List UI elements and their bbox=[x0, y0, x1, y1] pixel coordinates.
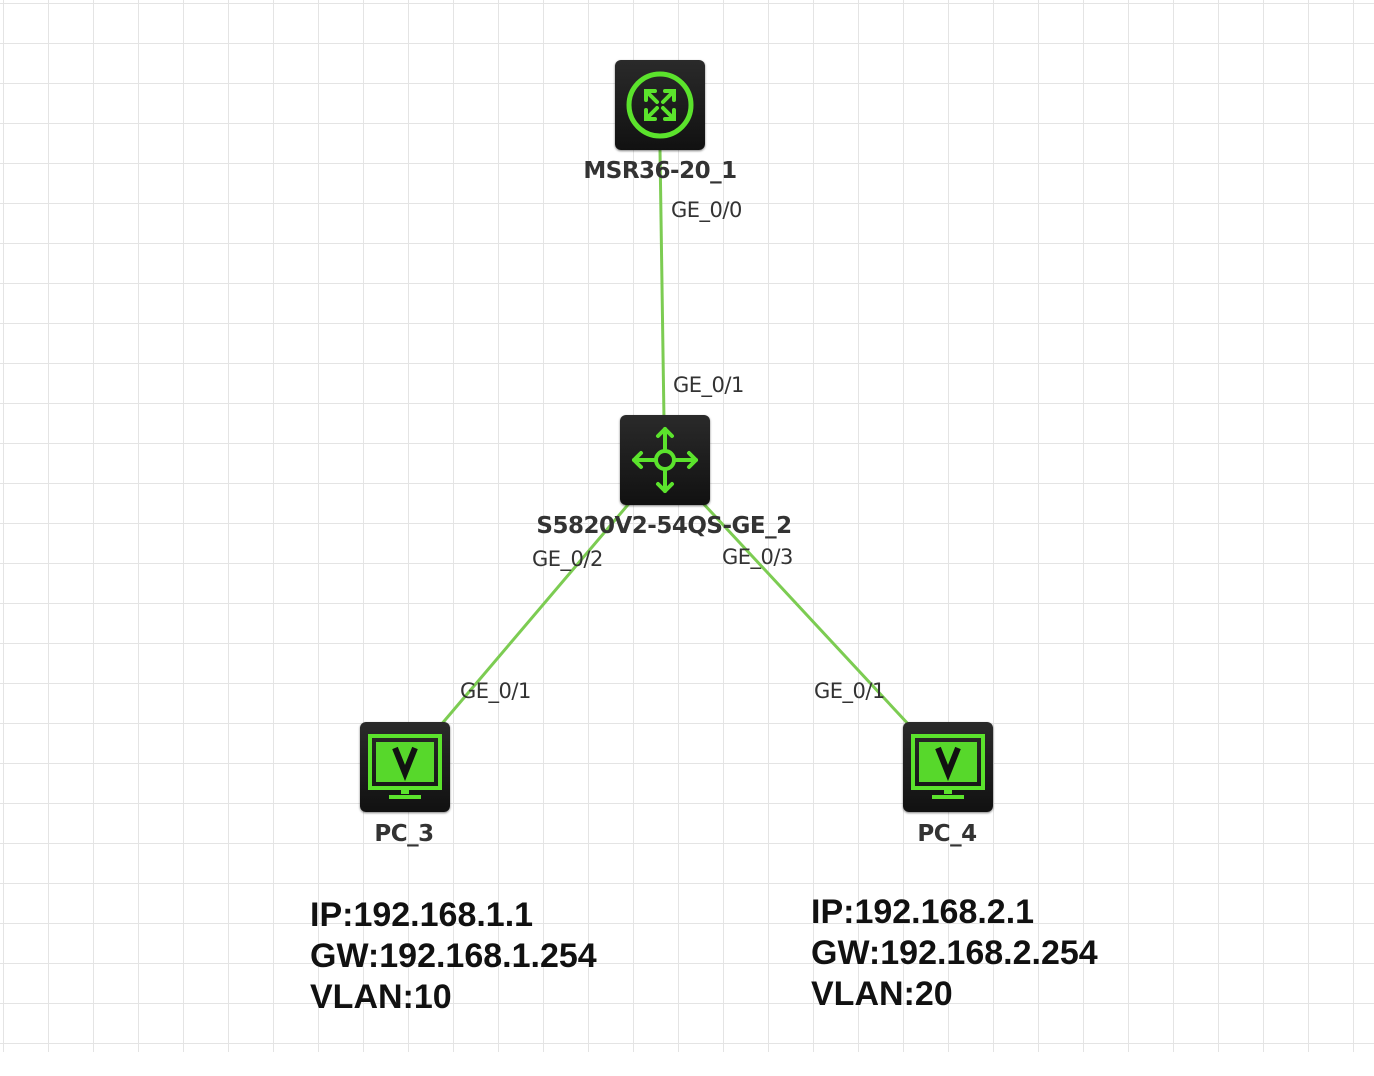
port-label-switch-ge03: GE_0/3 bbox=[722, 545, 793, 569]
link-switch-pc4[interactable] bbox=[698, 498, 912, 728]
pc4-ip: IP:192.168.2.1 bbox=[811, 893, 1035, 931]
pc4-label: PC_4 bbox=[917, 821, 977, 847]
pc3-vlan: VLAN:10 bbox=[310, 978, 452, 1016]
port-label-switch-ge01: GE_0/1 bbox=[673, 373, 744, 397]
pc3-info: IP:192.168.1.1 GW:192.168.1.254 VLAN:10 bbox=[310, 895, 597, 1018]
pc3-ip: IP:192.168.1.1 bbox=[310, 896, 534, 934]
switch-device[interactable] bbox=[620, 415, 710, 505]
pc4-info: IP:192.168.2.1 GW:192.168.2.254 VLAN:20 bbox=[811, 892, 1098, 1015]
switch-label: S5820V2-54QS-GE_2 bbox=[536, 513, 792, 539]
router-device[interactable] bbox=[615, 60, 705, 150]
router-icon bbox=[626, 71, 694, 139]
port-label-router-ge00: GE_0/0 bbox=[671, 198, 742, 222]
router-label: MSR36-20_1 bbox=[583, 158, 737, 184]
pc4-vlan: VLAN:20 bbox=[811, 975, 953, 1013]
port-label-pc4-ge01: GE_0/1 bbox=[814, 679, 885, 703]
pc3-label: PC_3 bbox=[374, 821, 434, 847]
port-label-switch-ge02: GE_0/2 bbox=[532, 547, 603, 571]
pc3-device[interactable] bbox=[360, 722, 450, 812]
pc4-gateway: GW:192.168.2.254 bbox=[811, 934, 1098, 972]
link-switch-pc3[interactable] bbox=[438, 499, 634, 727]
switch-icon bbox=[632, 427, 698, 493]
topology-canvas[interactable] bbox=[0, 0, 1374, 1052]
canvas-bottom-margin bbox=[0, 1052, 1374, 1076]
pc-icon bbox=[911, 734, 985, 799]
pc4-device[interactable] bbox=[903, 722, 993, 812]
pc3-gateway: GW:192.168.1.254 bbox=[310, 937, 597, 975]
link-router-switch[interactable] bbox=[658, 149, 666, 421]
pc-icon bbox=[368, 734, 442, 799]
port-label-pc3-ge01: GE_0/1 bbox=[460, 679, 531, 703]
